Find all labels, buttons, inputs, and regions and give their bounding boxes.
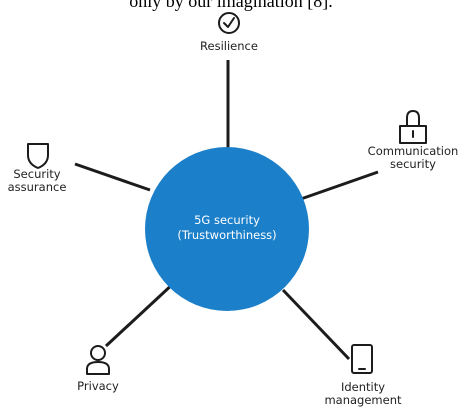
label-communication-security: Communication security (364, 145, 462, 171)
label-communication-line2: security (390, 157, 436, 171)
caption-fragment: only by our imagination [8]. (129, 0, 333, 11)
checkmark-circle-icon (218, 12, 240, 34)
person-icon (86, 345, 110, 375)
label-security-assurance: Security assurance (2, 168, 72, 194)
shield-icon (27, 143, 49, 169)
label-privacy: Privacy (77, 379, 119, 393)
hub-circle (145, 147, 309, 311)
label-security-assurance-line1: Security (13, 167, 61, 181)
label-identity-management: Identity management (318, 381, 408, 407)
spoke-communication (297, 170, 379, 202)
label-resilience: Resilience (200, 39, 258, 53)
spoke-privacy (104, 280, 177, 348)
hub-label-line2: (Trustworthiness) (177, 228, 277, 242)
label-identity-line2: management (324, 393, 402, 407)
hub-label-line1: 5G security (194, 213, 260, 227)
label-communication-line1: Communication (367, 144, 459, 158)
label-security-assurance-line2: assurance (7, 180, 67, 194)
spoke-identity (281, 288, 351, 361)
padlock-icon (399, 110, 427, 144)
mobile-device-icon (351, 344, 373, 374)
hub-label: 5G security (Trustworthiness) (144, 213, 310, 243)
label-identity-line1: Identity (340, 380, 386, 394)
spoke-security-assurance (74, 162, 151, 192)
